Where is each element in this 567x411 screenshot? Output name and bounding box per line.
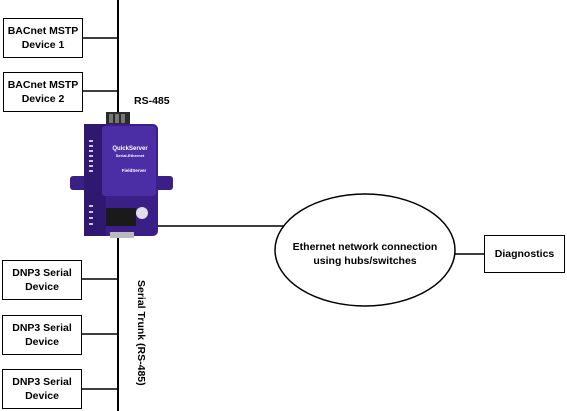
gateway-maker-text: FieldServer — [122, 168, 147, 173]
quickserver-gateway-device: QuickServer Serial-Ethernet FieldServer — [70, 112, 173, 238]
device-label-line1: BACnet MSTP — [7, 79, 79, 91]
device-label-line1: BACnet MSTP — [7, 25, 79, 37]
ethernet-network-ellipse — [274, 193, 456, 307]
device-label-line1: DNP3 Serial — [12, 267, 72, 279]
device-label-line2: Device — [25, 336, 59, 348]
ethernet-line2: using hubs/switches — [313, 255, 417, 267]
ethernet-connection-label: Ethernet network connection using hubs/s… — [275, 240, 455, 268]
device-label-line2: Device 2 — [21, 93, 65, 105]
diagnostics-box: Diagnostics — [484, 235, 565, 273]
bacnet-device-1-box: BACnet MSTP Device 1 — [3, 18, 83, 58]
bacnet-device-2-box: BACnet MSTP Device 2 — [3, 72, 83, 112]
diagnostics-label: Diagnostics — [494, 248, 555, 260]
device-label-line2: Device — [25, 281, 59, 293]
serial-trunk-label: Serial Trunk (RS-485) — [135, 280, 147, 386]
gateway-sub-text: Serial-Ethernet — [116, 153, 145, 158]
device-label-line1: DNP3 Serial — [12, 376, 72, 388]
ethernet-line1: Ethernet network connection — [292, 241, 438, 253]
rs485-label: RS-485 — [134, 95, 170, 107]
device-label-line2: Device — [25, 390, 59, 402]
device-label-line1: DNP3 Serial — [12, 322, 72, 334]
gateway-brand-text: QuickServer — [112, 146, 148, 152]
device-label-line2: Device 1 — [21, 39, 65, 51]
